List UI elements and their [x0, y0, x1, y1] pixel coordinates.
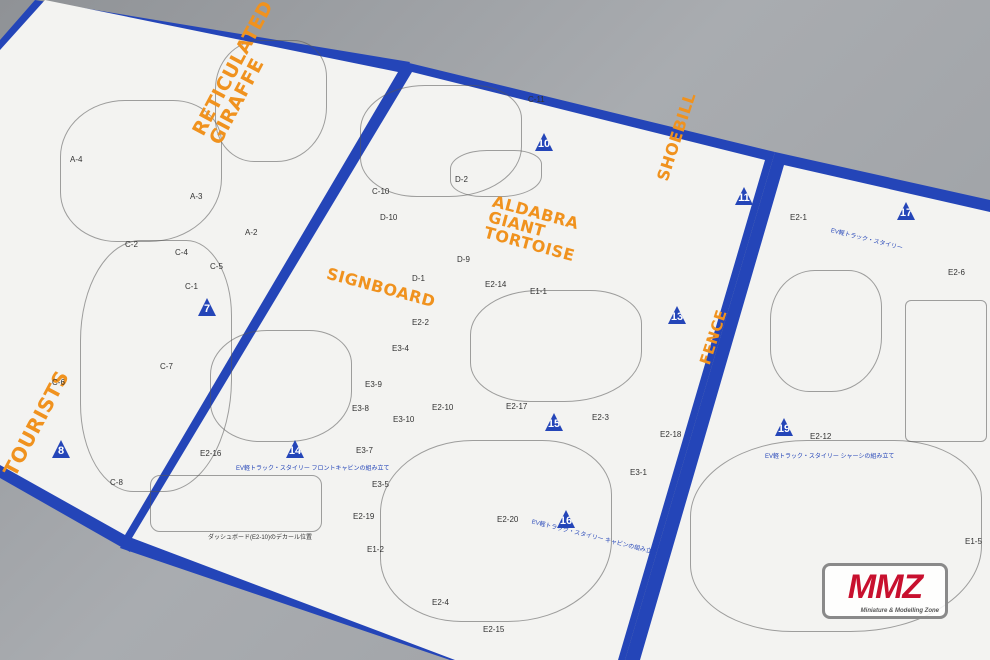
part-label: D-2 [455, 175, 468, 184]
part-label: E2-12 [810, 432, 832, 441]
tortoise-drawing [450, 150, 542, 197]
part-label: E2-20 [497, 515, 519, 524]
dashboard-drawing [150, 475, 322, 532]
part-label: C-11 [528, 95, 545, 104]
part-label: C-4 [175, 248, 188, 257]
part-label: C-2 [125, 240, 138, 249]
chassis-drawing [690, 440, 982, 632]
truck-body-drawing [380, 440, 612, 622]
part-label: D-10 [380, 213, 398, 222]
step-19-caption: EV軽トラック・スタイリー シャーシの組み立て [765, 454, 895, 460]
logo-text: MMZ [847, 568, 923, 606]
part-label: C-8 [110, 478, 123, 487]
giraffe-drawing [215, 40, 327, 162]
part-label: E1-2 [367, 545, 384, 554]
part-label: E2-19 [353, 512, 375, 521]
part-label: E2-2 [412, 318, 429, 327]
part-label: E2-18 [660, 430, 682, 439]
truck-cabin-drawing [210, 330, 352, 442]
dashboard-decal-caption: ダッシュボード(E2-10)のデカール位置 [208, 535, 313, 541]
step-14-caption: EV軽トラック・スタイリー フロントキャビンの組み立て [236, 466, 390, 472]
fence-panel-drawing [905, 300, 987, 442]
part-label: E3-8 [352, 404, 369, 413]
part-label: E3-1 [630, 468, 647, 477]
part-label: A-3 [190, 192, 203, 201]
part-label: C-10 [372, 187, 390, 196]
truck-drawing [470, 290, 642, 402]
mmz-watermark-logo: MMZ Miniature & Modelling Zone [822, 563, 948, 619]
part-label: E3-9 [365, 380, 382, 389]
part-label: E2-4 [432, 598, 449, 607]
part-label: E3-10 [393, 415, 415, 424]
part-label: E2-15 [483, 625, 505, 634]
part-label: E1-5 [965, 537, 982, 546]
part-label: E3-7 [356, 446, 373, 455]
part-label: E3-5 [372, 480, 389, 489]
part-label: E1-1 [530, 287, 547, 296]
schoolgirl-figures-drawing [360, 85, 522, 197]
part-label: E2-10 [432, 403, 454, 412]
part-label: E2-14 [485, 280, 507, 289]
part-label: E2-6 [948, 268, 965, 277]
driver-figure-drawing [770, 270, 882, 392]
part-label: C-6 [52, 378, 65, 387]
logo-subtitle: Miniature & Modelling Zone [860, 608, 939, 614]
part-label: D-1 [412, 274, 425, 283]
part-label: C-5 [210, 262, 223, 271]
part-label: E3-4 [392, 344, 409, 353]
part-label: E2-3 [592, 413, 609, 422]
part-label: D-9 [457, 255, 470, 264]
part-label: A-2 [245, 228, 258, 237]
part-label: E2-16 [200, 449, 222, 458]
part-label: C-7 [160, 362, 173, 371]
part-label: C-1 [185, 282, 198, 291]
part-label: A-4 [70, 155, 83, 164]
part-label: E2-17 [506, 402, 528, 411]
part-label: E2-1 [790, 213, 807, 222]
